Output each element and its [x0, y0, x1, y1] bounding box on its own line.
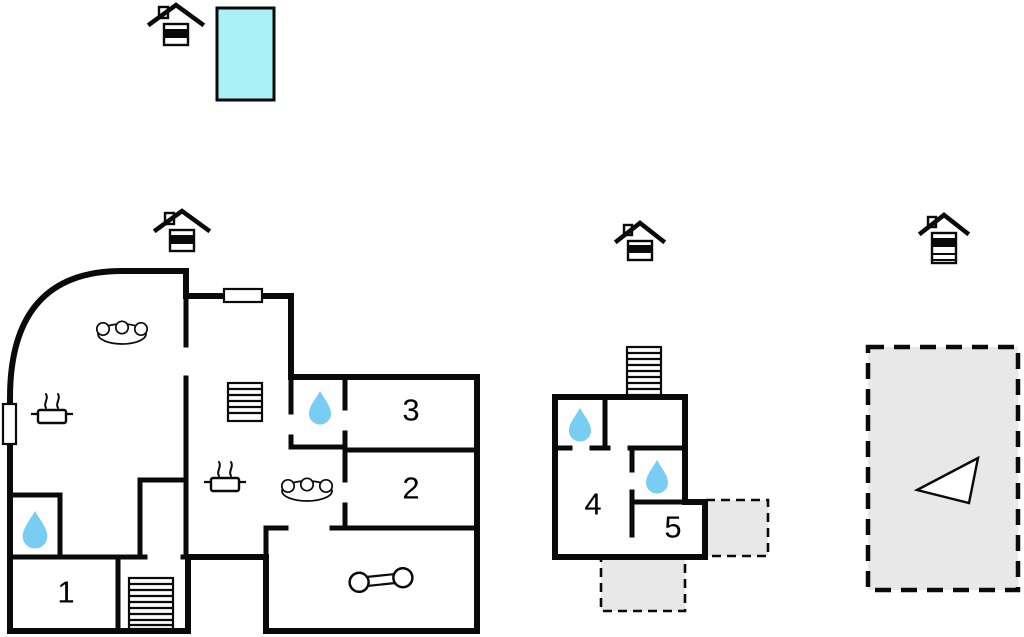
pool-water — [215, 6, 276, 102]
water-drop-icon — [309, 391, 331, 425]
annex-outline — [552, 394, 708, 560]
pot — [209, 476, 241, 493]
terrace-bottom — [599, 556, 687, 613]
level-lines — [932, 253, 956, 261]
dumbbell-icon — [348, 566, 414, 594]
floor-level-icon-main — [152, 208, 212, 253]
level-band — [932, 238, 956, 247]
main-building-outline — [7, 267, 480, 634]
house-body — [930, 231, 958, 265]
terrace-bottom-area — [599, 556, 687, 613]
room-label-5: 5 — [664, 509, 682, 545]
annex-inner-walls — [552, 394, 688, 538]
water-drop-icon — [22, 510, 48, 549]
stairs-icon — [625, 345, 663, 397]
floor-level-icon-pool — [146, 2, 206, 47]
roof — [613, 220, 667, 245]
window-icon — [1, 402, 18, 446]
floor-level-icon-plot — [917, 212, 971, 265]
water-drop-icon — [646, 460, 668, 494]
terrace-right — [704, 498, 770, 558]
water-drop-icon — [569, 408, 591, 442]
steam — [217, 461, 233, 477]
roof — [146, 2, 206, 28]
plot-area — [865, 344, 1021, 593]
room-label-3: 3 — [402, 392, 420, 428]
cooker-icon — [204, 461, 246, 493]
pot — [36, 408, 68, 425]
roof — [152, 208, 212, 234]
steam — [44, 393, 60, 409]
room-label-4: 4 — [584, 486, 602, 522]
annex-building — [552, 345, 708, 560]
level-band — [628, 245, 652, 253]
level-band — [170, 235, 194, 244]
cooker-icon — [31, 393, 73, 425]
stairs-icon — [127, 576, 175, 631]
floor-level-icon-annex — [613, 220, 667, 262]
room-label-1: 1 — [57, 574, 75, 610]
main-building — [1, 267, 480, 634]
level-band — [164, 29, 188, 38]
north-arrow-icon — [913, 455, 980, 505]
pool — [215, 6, 276, 102]
plot-boundary — [865, 344, 1021, 593]
main-building-inner-walls — [7, 293, 480, 634]
sofa-icon — [95, 320, 149, 345]
window-icon — [222, 287, 264, 304]
stairs-icon — [226, 381, 264, 423]
terrace-right-area — [704, 498, 770, 558]
roof — [917, 212, 971, 237]
sofa-icon — [280, 477, 334, 502]
room-label-2: 2 — [402, 470, 420, 506]
